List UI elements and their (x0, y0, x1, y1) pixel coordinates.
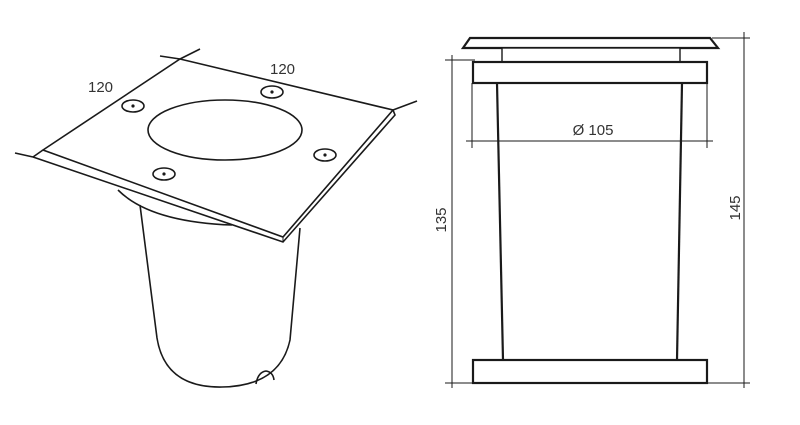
base-ring (471, 358, 709, 385)
side-view: Ø 105 135 145 (433, 32, 750, 388)
dimension-lines (445, 32, 750, 388)
diameter-label: Ø 105 (573, 122, 614, 139)
flange (471, 60, 709, 85)
screw-holes (121, 85, 337, 181)
lamp-opening (147, 99, 303, 161)
body-height-label: 135 (433, 207, 450, 232)
width-dimension-label: 120 (270, 61, 295, 78)
total-height-label: 145 (727, 195, 744, 220)
cylinder-body (117, 189, 301, 388)
perspective-view: 120 120 (14, 48, 418, 388)
depth-dimension-label: 120 (88, 79, 113, 96)
square-plate (14, 48, 418, 243)
neck (501, 47, 681, 63)
top-cap (460, 36, 721, 50)
